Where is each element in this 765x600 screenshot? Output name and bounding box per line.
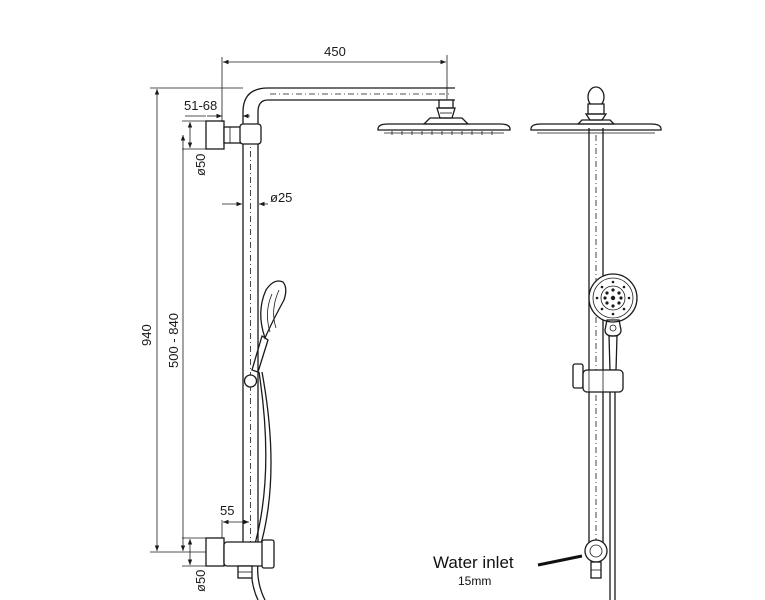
front-view: [530, 86, 662, 600]
dim-top-flange-dia: ø50: [193, 154, 208, 176]
mixer-body: [223, 541, 267, 567]
rain-head-side: [377, 123, 511, 131]
side-view: [205, 87, 511, 600]
water-inlet-callout: Water inlet 15mm: [433, 553, 583, 588]
callout-leader: [537, 554, 583, 567]
dim-mixer-offset: 55: [220, 503, 234, 518]
hose-outer: [257, 371, 272, 600]
dim-wall-offset: 51-68: [184, 98, 217, 113]
hand-shower-handle: [608, 335, 618, 371]
dim-adjustable-range: 500 - 840: [166, 313, 181, 368]
top-bracket-collar: [239, 123, 262, 145]
dim-rail-dia: ø25: [270, 190, 292, 205]
hand-shower-holder: [251, 334, 269, 373]
bottom-wall-flange: [205, 537, 225, 567]
rain-head-front: [530, 123, 662, 131]
arm-inner: [257, 99, 455, 113]
dim-bottom-flange-dia: ø50: [193, 570, 208, 592]
dim-arm-length: 450: [324, 44, 346, 59]
callout-title: Water inlet: [433, 553, 514, 572]
slider-knob: [243, 374, 258, 388]
hand-shower-front: [588, 273, 638, 371]
callout-size: 15mm: [458, 574, 491, 588]
water-inlet-fitting: [584, 539, 608, 563]
arm-end-cap: [438, 99, 454, 109]
hand-shower-side: [260, 280, 287, 340]
front-slider-knob: [572, 363, 584, 389]
mixer-handle: [261, 539, 275, 569]
arm-outer: [242, 87, 455, 113]
rain-head-hub: [422, 117, 470, 125]
dim-overall-height: 940: [139, 324, 154, 346]
dimension-annotations: 450 51-68 ø50 ø25 940 500 - 840 55 ø50: [139, 44, 448, 592]
rain-head-nozzles: [391, 131, 493, 135]
top-wall-flange: [205, 120, 225, 150]
